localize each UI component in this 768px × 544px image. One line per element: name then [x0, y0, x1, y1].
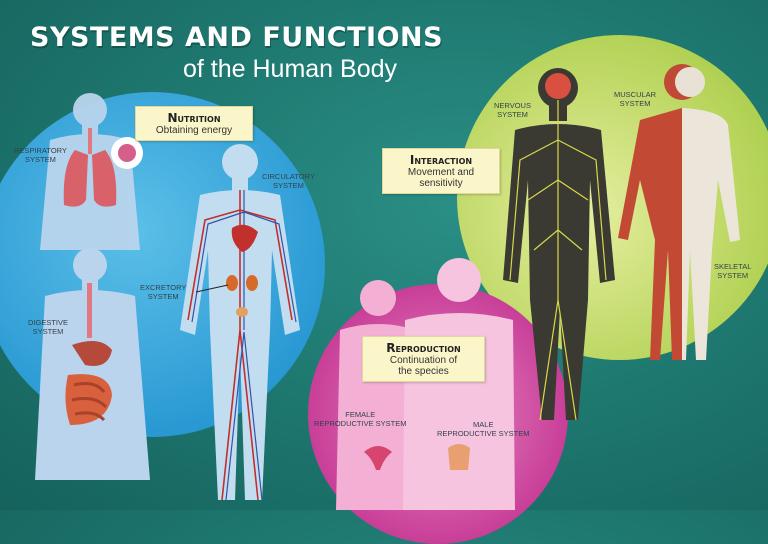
male-organ-icon	[448, 444, 470, 470]
digestive-label: DigestiveSystem	[28, 318, 69, 336]
circulatory-figure	[180, 144, 300, 500]
title-line1: Systems and Functions	[30, 22, 444, 53]
title-line2: of the Human Body	[183, 55, 398, 83]
nutrition-heading: Nutrition	[167, 111, 221, 125]
digestive-organs-icon	[65, 283, 112, 425]
interaction-box: Interaction Movement and sensitivity	[382, 148, 500, 194]
muscular-label: MuscularSystem	[614, 90, 657, 108]
brain-icon	[545, 73, 571, 99]
reproduction-sub2: the species	[398, 366, 449, 377]
respiratory-figure	[40, 93, 140, 250]
nutrition-sub: Obtaining energy	[155, 125, 233, 136]
reproduction-sub1: Continuation of	[389, 355, 458, 366]
skeletal-figure	[675, 67, 740, 360]
kidney-icon	[226, 275, 238, 291]
heart-icon	[231, 224, 258, 252]
uterus-icon	[364, 446, 392, 470]
reproduction-heading: Reproduction	[386, 341, 461, 355]
interaction-heading: Interaction	[409, 153, 473, 167]
skeletal-label: SkeletalSystem	[714, 262, 752, 280]
male-figure	[403, 258, 515, 510]
female-label: FemaleReproductive System	[314, 410, 407, 428]
respiratory-label: RespiratorySystem	[14, 146, 67, 164]
reproduction-box: Reproduction Continuation of the species	[362, 336, 485, 382]
excretory-label: ExcretorySystem	[140, 283, 187, 301]
circulatory-label: CirculatorySystem	[262, 172, 315, 190]
interaction-sub1: Movement and	[407, 167, 475, 178]
interaction-sub2: sensitivity	[419, 178, 463, 189]
nutrition-box: Nutrition Obtaining energy	[135, 106, 253, 141]
nervous-figure	[503, 68, 615, 420]
lungs-icon	[63, 128, 117, 207]
nervous-label: NervousSystem	[494, 101, 531, 119]
male-label: MaleReproductive System	[437, 420, 530, 438]
